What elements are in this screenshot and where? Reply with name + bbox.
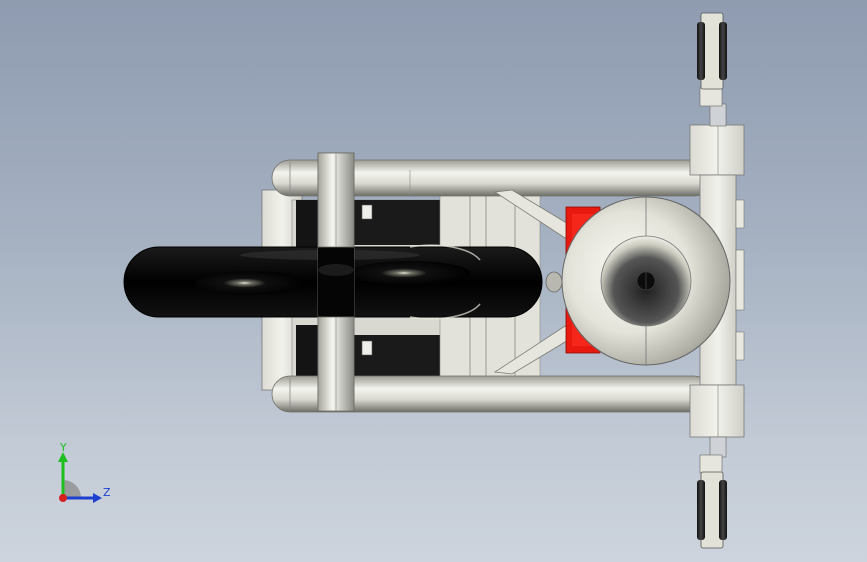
nose-cone [545, 271, 563, 293]
front-wheel-bottom [697, 436, 727, 549]
clamp-post-caps [317, 152, 355, 412]
axis-triad: Y Z [58, 441, 111, 503]
y-axis-label: Y [59, 441, 67, 454]
x-axis-dot-icon [59, 494, 67, 502]
front-wheel-top [697, 12, 727, 127]
z-axis-arrowhead-icon [93, 493, 102, 503]
z-axis-label: Z [103, 486, 111, 499]
y-axis-arrowhead-icon [58, 452, 68, 462]
tire-overlap [318, 247, 354, 317]
sphere-joint [561, 196, 731, 366]
triad-plane-icon [63, 480, 81, 498]
